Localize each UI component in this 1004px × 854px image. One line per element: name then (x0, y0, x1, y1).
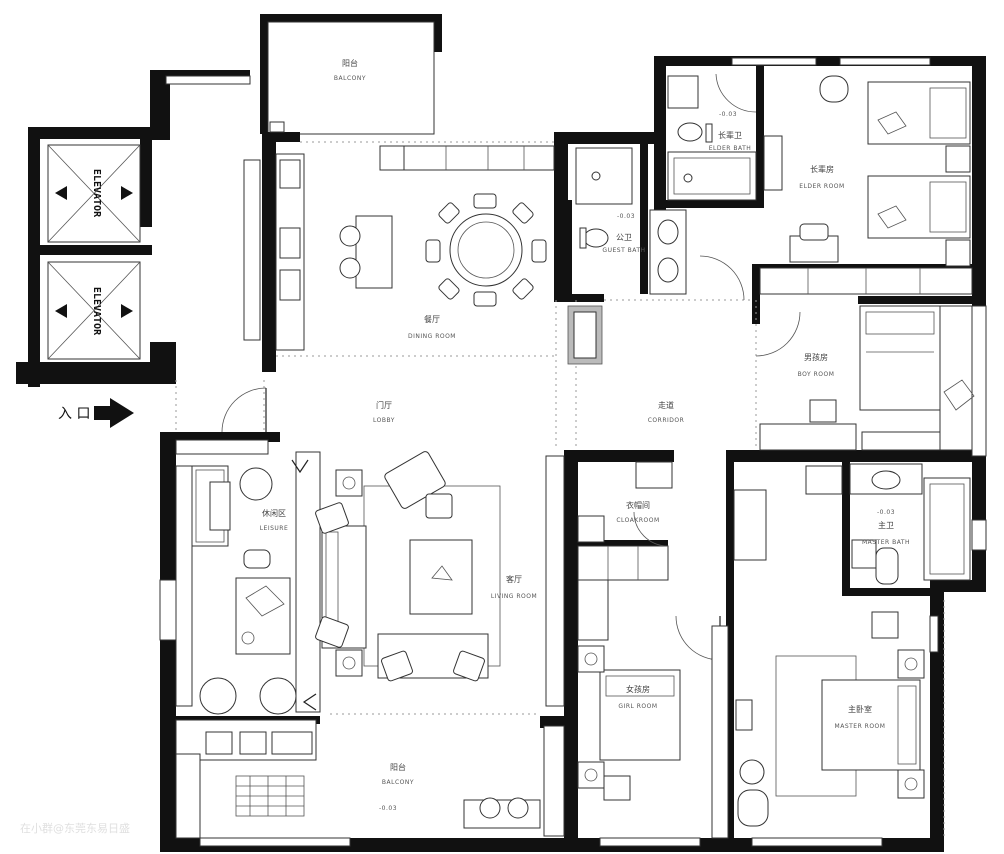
room-cloakroom: 衣帽间 CLOAKROOM (577, 461, 721, 661)
room-corridor: 走道 CORRIDOR (567, 305, 685, 424)
room-elder: 长辈房 ELDER ROOM (759, 75, 973, 295)
level-mark-guest-bath: -0.03 (617, 213, 635, 220)
entrance-marker: 入 口 (58, 398, 134, 428)
entrance-label: 入 口 (58, 406, 90, 422)
elevator-label-2: ELEVATOR (91, 287, 102, 336)
room-label-corridor: 走道 (658, 400, 674, 410)
room-guest-bath: 公卫 GUEST BATH -0.03 (575, 147, 745, 301)
level-mark-south-balcony: -0.03 (379, 805, 397, 812)
room-girl: 女孩房 GIRL ROOM (577, 625, 729, 839)
dining-table (449, 213, 523, 287)
room-label-guest-bath: 公卫 (616, 233, 632, 242)
room-sublabel-lobby: LOBBY (373, 417, 395, 424)
room-sublabel-elder-bath: ELDER BATH (709, 145, 752, 152)
room-dining: 餐厅 DINING ROOM (243, 145, 555, 351)
room-sublabel-girl: GIRL ROOM (618, 703, 657, 710)
level-mark-master-bath: -0.03 (877, 509, 895, 516)
room-label-living: 客厅 (506, 574, 522, 584)
room-master: 主卧室 MASTER ROOM (735, 611, 925, 827)
level-mark-elder-bath: -0.03 (719, 111, 737, 118)
room-leisure: 休闲区 LEISURE (175, 439, 321, 761)
room-label-cloakroom: 衣帽间 (626, 500, 650, 510)
room-south-balcony: 阳台 BALCONY -0.03 (175, 725, 565, 839)
room-label-boy: 男孩房 (804, 352, 828, 362)
room-sublabel-leisure: LEISURE (260, 525, 289, 532)
room-label-elder: 长辈房 (810, 164, 834, 174)
room-master-bath: 主卫 MASTER BATH -0.03 (733, 463, 971, 585)
room-north-balcony: 阳台 BALCONY (269, 58, 366, 133)
room-sublabel-dining: DINING ROOM (408, 333, 456, 340)
room-label-dining: 餐厅 (424, 315, 440, 324)
room-sublabel-master-bath: MASTER BATH (862, 539, 910, 546)
room-living: 客厅 LIVING ROOM (315, 451, 565, 707)
room-label-lobby: 门厅 (376, 400, 392, 410)
room-sublabel-guest-bath: GUEST BATH (602, 247, 645, 254)
elevator-car-1: ELEVATOR (47, 144, 141, 243)
room-boy: 男孩房 BOY ROOM (755, 305, 975, 451)
entrance-arrow-icon (110, 398, 134, 428)
room-sublabel-master: MASTER ROOM (835, 723, 886, 730)
room-label-master: 主卧室 (848, 704, 872, 714)
room-elder-bath: 长辈卫 ELDER BATH -0.03 (667, 73, 757, 201)
room-label-girl: 女孩房 (626, 684, 650, 694)
room-label-master-bath: 主卫 (878, 520, 894, 530)
room-sublabel-south-balcony: BALCONY (382, 779, 414, 786)
room-label-elder-bath: 长辈卫 (718, 130, 742, 140)
elevator-label-1: ELEVATOR (91, 169, 102, 218)
room-label-south-balcony: 阳台 (390, 762, 406, 772)
room-label-north-balcony: 阳台 (342, 58, 358, 68)
room-sublabel-living: LIVING ROOM (491, 593, 537, 600)
room-label-leisure: 休闲区 (262, 508, 286, 518)
windows (159, 57, 987, 847)
room-sublabel-cloakroom: CLOAKROOM (616, 517, 659, 524)
room-sublabel-elder: ELDER ROOM (799, 183, 844, 190)
elevator-block: ELEVATOR ELEVATOR (16, 70, 250, 387)
elevator-car-2: ELEVATOR (47, 261, 141, 360)
room-sublabel-corridor: CORRIDOR (648, 417, 685, 424)
watermark: 在小群@东莞东易日盛 (20, 821, 130, 835)
room-sublabel-north-balcony: BALCONY (334, 75, 366, 82)
room-lobby: 门厅 LOBBY (221, 387, 395, 433)
room-sublabel-boy: BOY ROOM (798, 371, 835, 378)
